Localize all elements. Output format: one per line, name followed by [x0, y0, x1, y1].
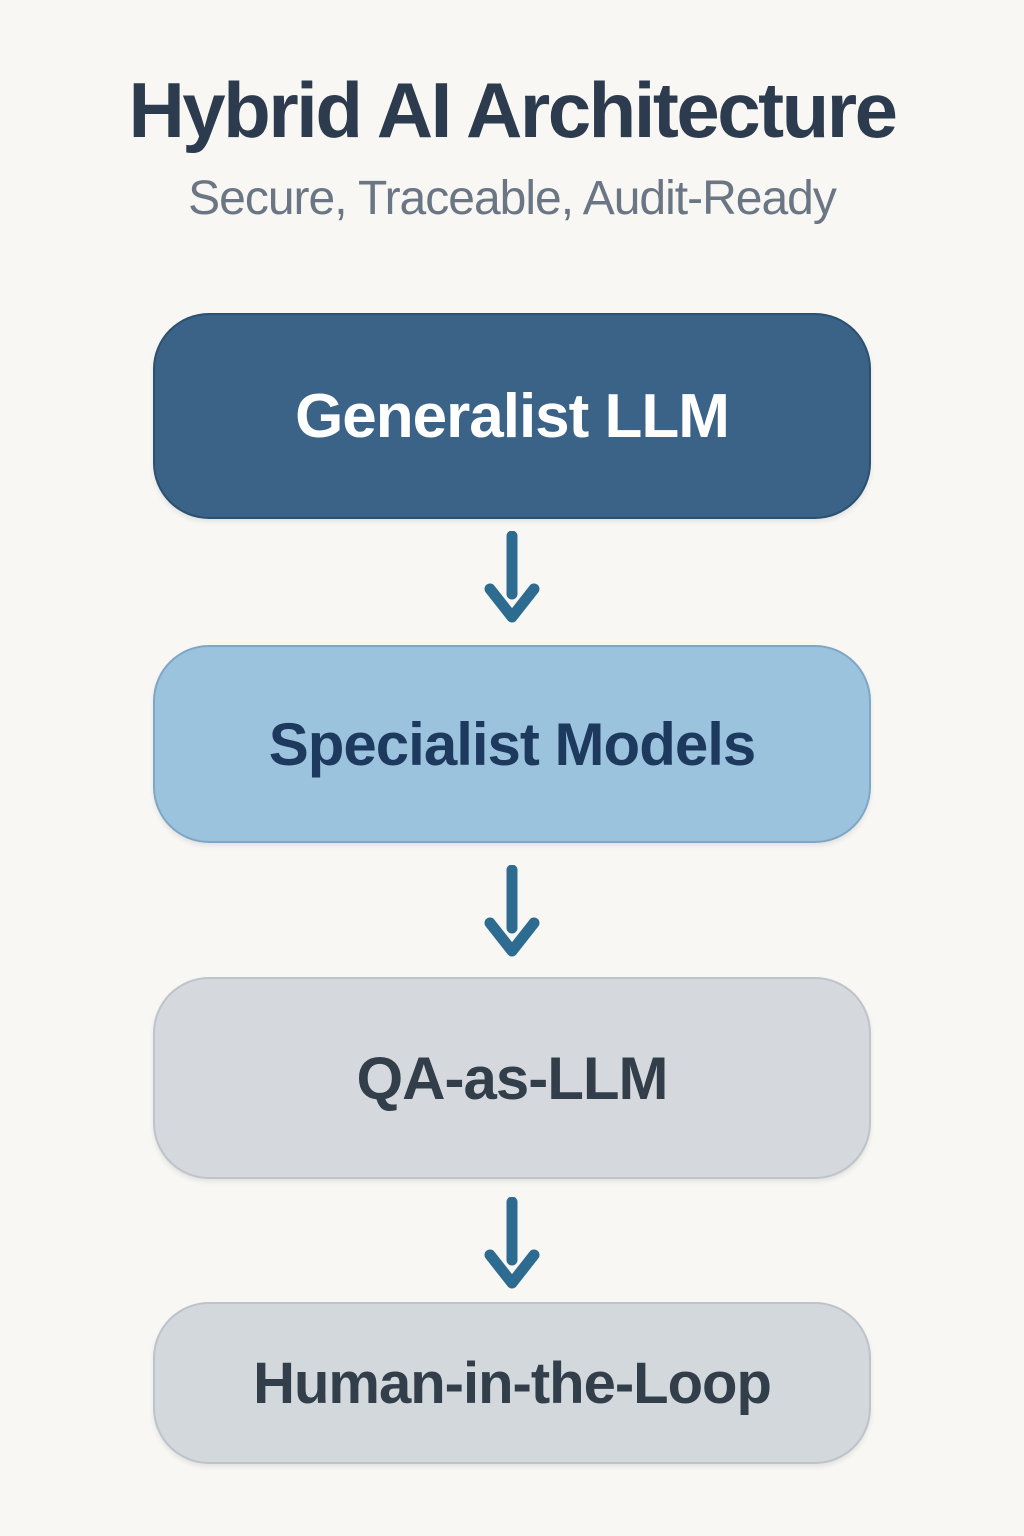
flow-node-label: Generalist LLM [295, 381, 730, 451]
page-title: Hybrid AI Architecture [128, 66, 898, 154]
down-arrow-icon [484, 1197, 540, 1289]
down-arrow-icon [484, 865, 540, 957]
page-subtitle: Secure, Traceable, Audit-Ready [188, 171, 837, 225]
flow-node-label: Human-in-the-Loop [253, 1350, 772, 1416]
flow-node-qa-as-llm: QA-as-LLM [153, 977, 871, 1180]
down-arrow-icon [484, 531, 540, 623]
flow-node-specialist-models: Specialist Models [153, 645, 871, 844]
flow-node-label: Specialist Models [268, 710, 756, 778]
flow-node-label: QA-as-LLM [356, 1044, 669, 1112]
flow-node-generalist-llm: Generalist LLM [153, 313, 871, 520]
flow-diagram: Generalist LLM Specialist Models QA-as-L… [153, 313, 871, 1465]
flow-node-human-in-the-loop: Human-in-the-Loop [153, 1302, 871, 1465]
